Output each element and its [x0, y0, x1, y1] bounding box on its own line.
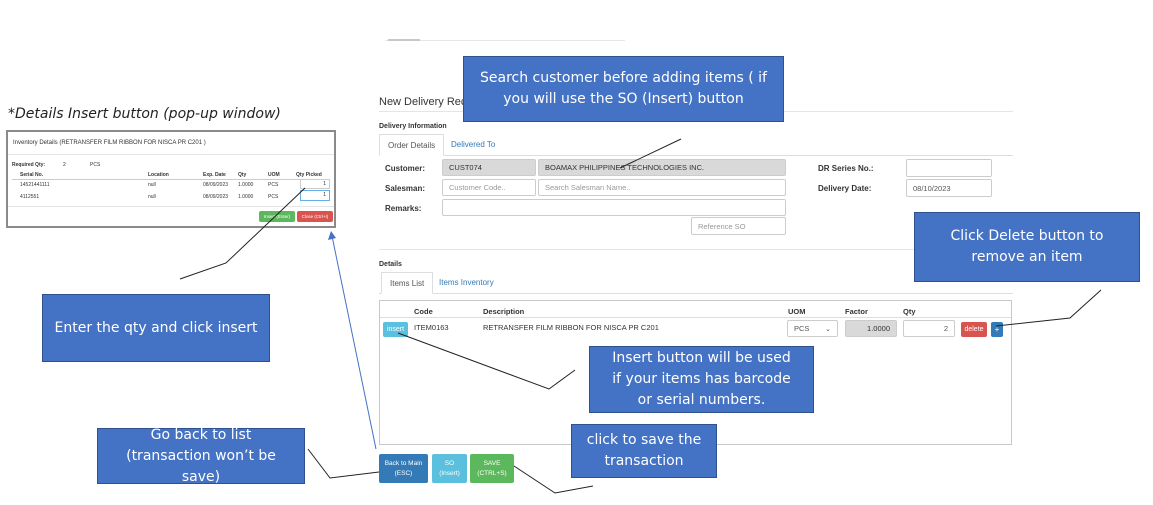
chevron-down-icon: ⌄ [825, 325, 831, 333]
line-search-customer [619, 138, 682, 169]
line-insert-button [397, 332, 576, 390]
remarks-label: Remarks: [385, 204, 422, 213]
row2-uom: PCS [268, 194, 279, 200]
dr-series-label: DR Series No.: [818, 164, 874, 173]
row-delete-button[interactable]: delete [961, 322, 987, 337]
col-factor: Factor [845, 307, 868, 316]
customer-code-field[interactable]: CUST074 [442, 159, 536, 176]
col-uom: UOM [788, 307, 806, 316]
line-enter-qty [179, 187, 306, 280]
save-button[interactable]: SAVE (CTRL+S) [470, 454, 514, 483]
salesman-name-input[interactable]: Search Salesman Name.. [538, 179, 786, 196]
arrow-head-icon [328, 231, 336, 240]
popup-title-divider [8, 154, 334, 155]
dr-series-input[interactable] [906, 159, 992, 177]
customer-name-field[interactable]: BOAMAX PHILIPPINES TECHNOLOGIES INC. [538, 159, 786, 176]
popup-header-divider [12, 179, 330, 180]
popup-insert-button[interactable]: Insert (Enter) [259, 211, 295, 222]
salesman-label: Salesman: [385, 184, 426, 193]
line-back-to-list [307, 448, 380, 479]
col-exp-date: Exp. Date [203, 172, 226, 178]
row1-uom: PCS [268, 182, 279, 188]
back-to-main-button[interactable]: Back to Main (ESC) [379, 454, 428, 483]
callout-insert-button: Insert button will be used if your items… [589, 346, 814, 413]
required-qty-uom: PCS [90, 162, 101, 168]
callout-enter-qty: Enter the qty and click insert [42, 294, 270, 362]
delivery-date-input[interactable]: 08/10/2023 [906, 179, 992, 197]
row-factor-field: 1.0000 [845, 320, 897, 337]
delivery-info-label: Delivery Information [379, 123, 447, 130]
row2-qty: 1.0000 [238, 194, 254, 200]
row-uom-value: PCS [794, 324, 810, 333]
row1-location: null [148, 182, 156, 188]
row-uom-select[interactable]: PCS ⌄ [787, 320, 838, 337]
reference-so-input[interactable]: Reference SO [691, 217, 786, 235]
row2-location: null [148, 194, 156, 200]
popup-footer-divider [8, 206, 334, 207]
row1-picked-input[interactable]: 1 [300, 179, 330, 189]
customer-label: Customer: [385, 164, 426, 173]
col-description: Description [483, 307, 525, 316]
popup-title: Inventory Details (RETRANSFER FILM RIBBO… [13, 140, 206, 146]
col-qty-picked: Qty Picked [296, 172, 322, 178]
popup-close-button[interactable]: Close (Ctrl+I) [297, 211, 333, 222]
col-location: Location [148, 172, 169, 178]
page-title: New Delivery Rece [379, 96, 473, 108]
line-delete [995, 289, 1102, 327]
col-uom: UOM [268, 172, 280, 178]
row-qty-input[interactable]: 2 [903, 320, 955, 337]
col-code: Code [414, 307, 433, 316]
inventory-details-popup: Inventory Details (RETRANSFER FILM RIBBO… [6, 130, 336, 228]
details-divider [379, 249, 1013, 250]
tab-order-details[interactable]: Order Details [379, 134, 445, 156]
popup-caption: *Details Insert button (pop-up window) [8, 106, 281, 122]
row1-exp: 08/09/2023 [203, 182, 229, 188]
row2-exp: 08/09/2023 [203, 194, 229, 200]
callout-delete: Click Delete button to remove an item [914, 212, 1140, 282]
callout-search-customer: Search customer before adding items ( if… [463, 56, 784, 122]
delivery-date-label: Delivery Date: [818, 184, 872, 193]
required-qty-value: 2 [63, 162, 66, 168]
so-insert-button[interactable]: SO (Insert) [432, 454, 467, 483]
row1-qty: 1.0000 [238, 182, 254, 188]
row2-serial: 4112551 [20, 194, 40, 200]
remarks-input[interactable] [442, 199, 786, 216]
callout-back-to-list: Go back to list (transaction won’t be sa… [97, 427, 305, 485]
row-code: ITEM0163 [414, 323, 449, 332]
col-qty: Qty [903, 307, 916, 316]
row1-serial: 14521441111 [20, 182, 50, 188]
top-divider [385, 40, 625, 41]
items-header-divider [380, 317, 1011, 318]
line-save [513, 465, 594, 494]
col-serial: Serial No. [20, 172, 44, 178]
col-qty: Qty [238, 172, 247, 178]
row-description: RETRANSFER FILM RIBBON FOR NISCA PR C201 [483, 323, 659, 332]
required-qty-label: Required Qty: [12, 162, 46, 168]
row-insert-button[interactable]: insert [383, 322, 408, 337]
tab-delivered-to[interactable]: Delivered To [451, 140, 496, 149]
top-divider-accent [388, 39, 420, 41]
arrow-to-popup [331, 235, 377, 450]
tab-items-list[interactable]: Items List [381, 272, 434, 294]
salesman-code-input[interactable]: Customer Code.. [442, 179, 536, 196]
callout-save: click to save the transaction [571, 424, 717, 478]
tab-items-inventory[interactable]: Items Inventory [439, 278, 494, 287]
details-label: Details [379, 261, 402, 268]
row2-picked-input[interactable]: 1 [300, 190, 330, 201]
